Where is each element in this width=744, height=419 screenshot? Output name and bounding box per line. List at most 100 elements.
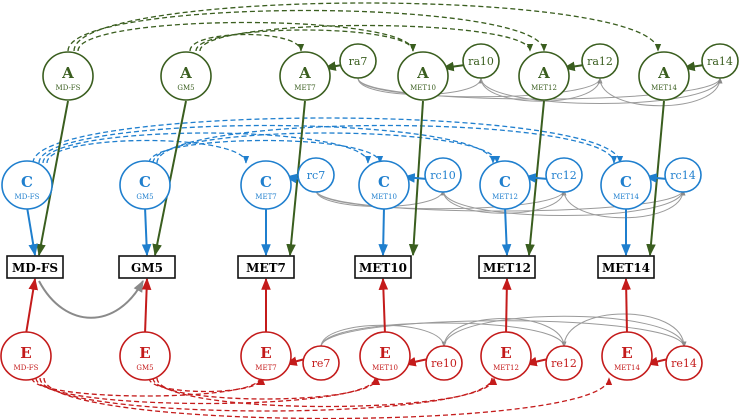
ra-residual-label: ra7 — [349, 55, 368, 68]
re-covariance-link — [320, 324, 447, 348]
rc-residual-node: rc12 — [545, 157, 583, 193]
e-factor-letter: E — [260, 344, 271, 362]
nodes-layer: AMD-FSAGM5AMET7AMET10AMET12AMET14CMD-FSC… — [0, 43, 739, 381]
a-factor-circle — [518, 51, 570, 101]
re-residual-circle — [302, 345, 340, 381]
re-covariance-link — [320, 322, 567, 348]
ra-covariance-link — [480, 77, 723, 104]
ra-covariance-link — [480, 77, 603, 102]
ra-residual-circle — [339, 43, 377, 79]
a-factor-label: MET12 — [531, 84, 557, 92]
e-factor-label: MD-FS — [14, 364, 39, 372]
c-loading-arrow — [141, 206, 152, 257]
c-corr-link — [156, 124, 618, 164]
a-corr-link — [195, 29, 417, 52]
re-covariance-link — [320, 320, 687, 348]
re-covariance-link — [563, 313, 687, 348]
observed-variable-box: MD-FS — [6, 255, 64, 279]
observed-variable-label: GM5 — [131, 261, 163, 275]
a-factor-circle — [42, 51, 94, 101]
rc-covariance-link — [442, 189, 567, 214]
c-factor-label: MET12 — [492, 193, 518, 201]
e-factor-label: MET7 — [255, 364, 276, 372]
rc-residual-label: rc7 — [307, 169, 325, 182]
re-residual-label: re12 — [551, 357, 577, 370]
e-loading-arrow — [621, 277, 631, 335]
c-factor-circle — [479, 160, 531, 210]
c-factor-node: CMD-FS — [1, 160, 53, 210]
a-factor-label: MET14 — [651, 84, 677, 92]
a-factor-letter: A — [657, 64, 670, 82]
e-factor-node: E MET7 — [240, 331, 292, 381]
ra-residual-label: ra12 — [587, 55, 613, 68]
observed-variable-box: GM5 — [118, 255, 176, 279]
re-residual-circle — [545, 345, 583, 381]
e-factor-label: MET14 — [614, 364, 640, 372]
a-factor-node: A MET14 — [638, 51, 690, 101]
e-factor-letter: E — [139, 344, 150, 362]
a-factor-label: GM5 — [177, 84, 194, 92]
ra-residual-node: ra7 — [339, 43, 377, 79]
a-corr-link — [67, 9, 548, 52]
c-factor-letter: C — [260, 173, 272, 191]
a-loading-arrow — [36, 100, 69, 257]
e-loading-arrow — [502, 277, 512, 335]
re-residual-node: re7 — [302, 345, 340, 381]
a-factor-letter: A — [179, 64, 192, 82]
a-factor-circle — [397, 51, 449, 101]
c-factor-circle — [600, 160, 652, 210]
a-factor-letter: A — [61, 64, 74, 82]
a-factor-node: AMD-FS — [42, 51, 94, 101]
e-factor-letter: E — [20, 344, 31, 362]
re-covariance-link — [443, 318, 567, 348]
observed-variable-box: MET14 — [597, 255, 655, 279]
c-corr-link — [32, 117, 624, 164]
rc-residual-node: rc10 — [424, 157, 462, 193]
a-factor-circle — [160, 51, 212, 101]
re-residual-node: re14 — [665, 345, 703, 381]
a-factor-label: MET7 — [294, 84, 315, 92]
e-factor-circle — [119, 331, 171, 381]
c-factor-letter: C — [620, 173, 632, 191]
ra-residual-node: ra12 — [581, 43, 619, 79]
rc-residual-circle — [664, 157, 702, 193]
e-loading-arrow — [378, 277, 389, 335]
c-factor-label: MD-FS — [15, 193, 40, 201]
e-corr-link — [152, 377, 381, 400]
re-covariance-link — [443, 315, 687, 348]
rc-residual-label: rc10 — [430, 169, 455, 182]
e-factor-circle — [240, 331, 292, 381]
c-factor-label: MET7 — [255, 193, 276, 201]
a-loading-arrow — [152, 100, 187, 257]
a-factor-letter: A — [416, 64, 429, 82]
c-factor-circle — [240, 160, 292, 210]
ra-residual-node: ra10 — [462, 43, 500, 79]
rc-covariance-link — [315, 189, 686, 212]
re-residual-circle — [665, 345, 703, 381]
c-factor-letter: C — [378, 173, 390, 191]
rc-residual-circle — [545, 157, 583, 193]
c-corr-link — [46, 139, 250, 164]
c-factor-node: C MET7 — [240, 160, 292, 210]
a-corr-link — [199, 24, 534, 52]
e-factor-label: MET12 — [493, 364, 519, 372]
c-corr-link — [38, 124, 497, 164]
e-factor-node: E MD-FS — [0, 331, 52, 381]
observed-variable-label: MD-FS — [12, 261, 58, 275]
c-loading-arrow — [26, 206, 38, 257]
ra-residual-circle — [581, 43, 619, 79]
observed-variable-label: MET7 — [246, 261, 286, 275]
a-factor-circle — [638, 51, 690, 101]
e-factor-label: MET10 — [372, 364, 398, 372]
c-corr-link — [42, 132, 372, 164]
observed-variable-rect — [478, 255, 536, 279]
re-residual-node: re12 — [545, 345, 583, 381]
